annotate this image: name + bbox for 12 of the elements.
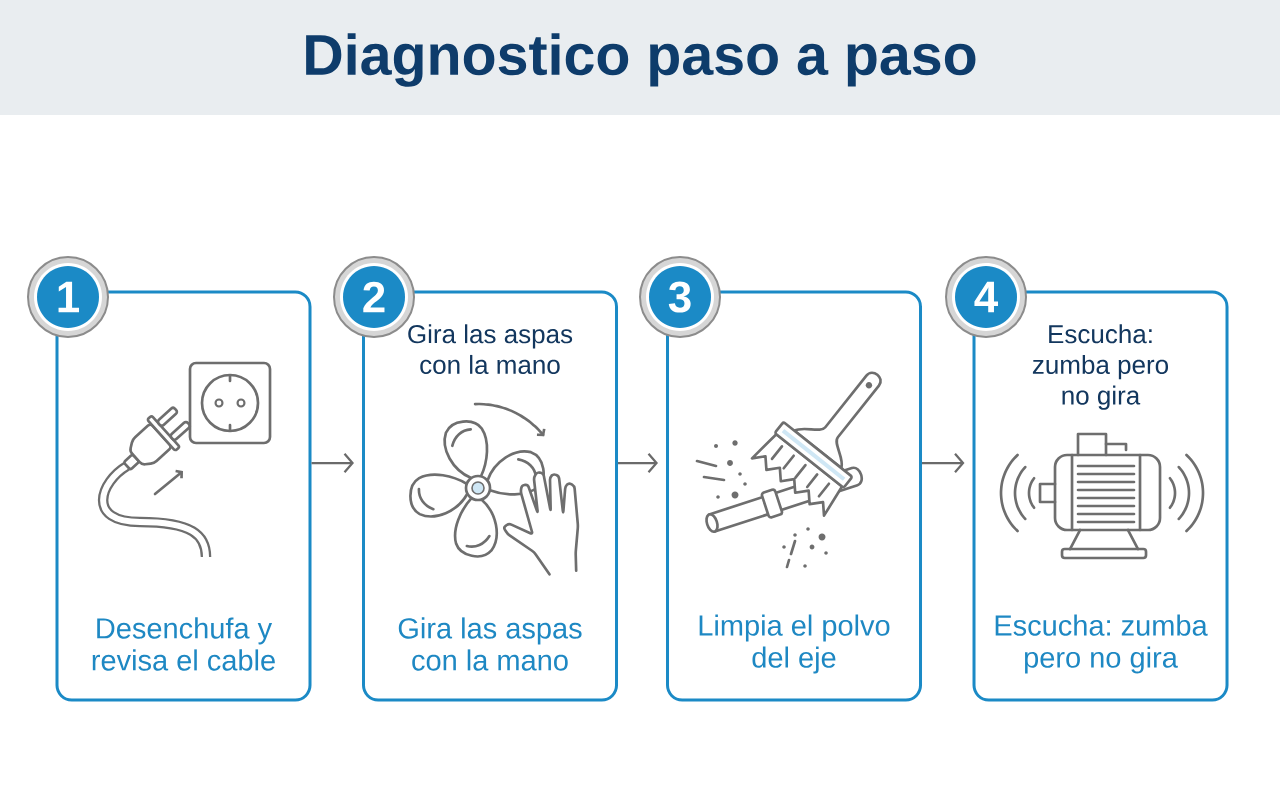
step-number-badge: 3 <box>639 256 721 338</box>
step-number-badge: 4 <box>945 256 1027 338</box>
title-banner: Diagnostico paso a paso <box>0 0 1280 115</box>
step-heading: Escucha: zumba pero no gira <box>1032 324 1168 410</box>
step-caption: Limpia el polvo del eje <box>699 614 890 674</box>
arrow <box>311 452 354 474</box>
arrow <box>618 452 658 474</box>
arrow <box>922 452 965 474</box>
step-caption: Gira las aspas con la mano <box>398 617 582 671</box>
step-caption: Escucha: zumba pero no gira <box>995 614 1208 674</box>
step-caption: Desenchufa y revisa el cable <box>92 617 275 671</box>
step-number-badge: 1 <box>27 256 109 338</box>
